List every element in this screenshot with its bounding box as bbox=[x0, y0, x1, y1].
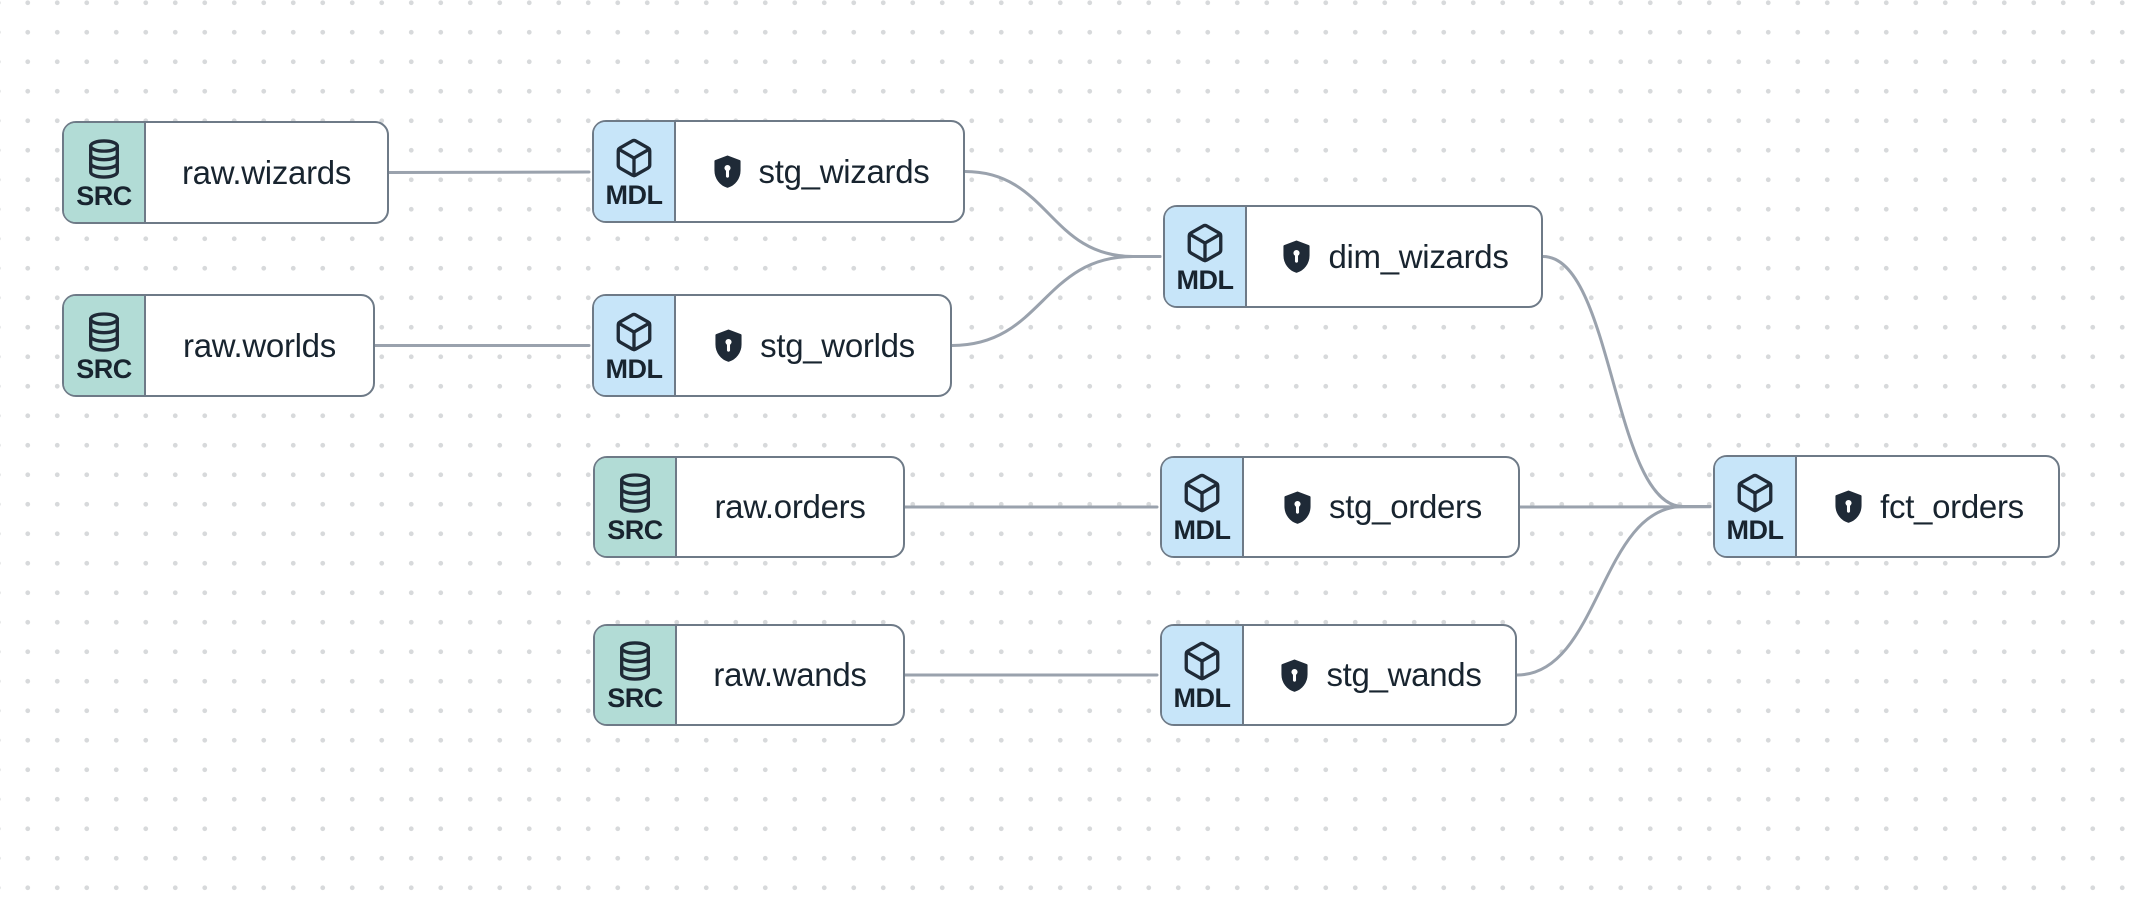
shield-lock-icon bbox=[1831, 489, 1866, 524]
node-type-badge: MDL bbox=[594, 296, 676, 395]
node-body: raw.wizards bbox=[146, 123, 387, 222]
node-title: stg_orders bbox=[1329, 488, 1482, 525]
edge-stg_worlds-dim_wizards bbox=[950, 255, 1162, 347]
node-type-badge: MDL bbox=[594, 122, 676, 221]
node-type-label: SRC bbox=[607, 683, 663, 713]
node-type-badge: MDL bbox=[1162, 458, 1244, 556]
node-type-badge: MDL bbox=[1715, 457, 1797, 556]
node-raw_wands[interactable]: SRC raw.wands bbox=[593, 624, 905, 726]
node-stg_wands[interactable]: MDL stg_wands bbox=[1160, 624, 1517, 726]
node-body: stg_orders bbox=[1244, 458, 1518, 556]
database-icon bbox=[83, 311, 125, 353]
node-type-label: MDL bbox=[1176, 264, 1234, 295]
edge-dim_wizards-fct_orders bbox=[1541, 255, 1712, 508]
node-body: raw.orders bbox=[677, 458, 903, 556]
shield-lock-icon bbox=[711, 328, 746, 363]
node-body: fct_orders bbox=[1797, 457, 2058, 556]
cube-icon bbox=[613, 137, 655, 179]
cube-icon bbox=[1184, 222, 1226, 264]
node-type-label: MDL bbox=[1173, 683, 1231, 713]
node-title: stg_worlds bbox=[760, 326, 915, 364]
node-raw_wizards[interactable]: SRC raw.wizards bbox=[62, 121, 389, 224]
node-title: raw.wizards bbox=[181, 153, 352, 191]
cube-icon bbox=[1181, 640, 1223, 682]
node-type-label: MDL bbox=[1173, 515, 1231, 545]
shield-lock-icon bbox=[710, 154, 745, 189]
node-type-label: SRC bbox=[76, 180, 132, 211]
node-raw_orders[interactable]: SRC raw.orders bbox=[593, 456, 905, 558]
node-type-label: MDL bbox=[1726, 514, 1784, 545]
node-body: stg_wands bbox=[1244, 626, 1515, 724]
node-title: fct_orders bbox=[1880, 487, 2024, 525]
node-type-badge: MDL bbox=[1165, 207, 1247, 306]
node-type-badge: SRC bbox=[64, 123, 146, 222]
node-type-badge: SRC bbox=[595, 626, 677, 724]
cube-icon bbox=[613, 311, 655, 353]
database-icon bbox=[614, 640, 656, 682]
node-type-badge: MDL bbox=[1162, 626, 1244, 724]
node-fct_orders[interactable]: MDL fct_orders bbox=[1713, 455, 2060, 558]
node-title: stg_wands bbox=[1326, 656, 1482, 693]
node-body: raw.worlds bbox=[146, 296, 373, 395]
node-stg_worlds[interactable]: MDL stg_worlds bbox=[592, 294, 952, 397]
node-title: raw.wands bbox=[713, 656, 867, 693]
shield-lock-icon bbox=[1279, 239, 1314, 274]
node-type-badge: SRC bbox=[64, 296, 146, 395]
shield-lock-icon bbox=[1280, 490, 1315, 525]
node-stg_wizards[interactable]: MDL stg_wizards bbox=[592, 120, 965, 223]
node-type-label: MDL bbox=[605, 353, 663, 384]
database-icon bbox=[614, 472, 656, 514]
node-title: raw.orders bbox=[714, 488, 866, 525]
node-dim_wizards[interactable]: MDL dim_wizards bbox=[1163, 205, 1543, 308]
node-title: stg_wizards bbox=[758, 152, 930, 190]
node-title: dim_wizards bbox=[1328, 237, 1509, 275]
edge-stg_wands-fct_orders bbox=[1515, 505, 1712, 677]
node-body: stg_wizards bbox=[676, 122, 963, 221]
node-raw_worlds[interactable]: SRC raw.worlds bbox=[62, 294, 375, 397]
cube-icon bbox=[1734, 472, 1776, 514]
database-icon bbox=[83, 138, 125, 180]
node-type-label: MDL bbox=[605, 179, 663, 210]
edge-raw_wizards-stg_wizards bbox=[387, 170, 591, 174]
node-title: raw.worlds bbox=[183, 326, 336, 364]
edge-stg_wizards-dim_wizards bbox=[963, 170, 1162, 258]
node-stg_orders[interactable]: MDL stg_orders bbox=[1160, 456, 1520, 558]
node-body: dim_wizards bbox=[1247, 207, 1541, 306]
node-type-label: SRC bbox=[607, 515, 663, 545]
node-body: raw.wands bbox=[677, 626, 903, 724]
node-type-badge: SRC bbox=[595, 458, 677, 556]
node-body: stg_worlds bbox=[676, 296, 950, 395]
node-type-label: SRC bbox=[76, 353, 132, 384]
cube-icon bbox=[1181, 472, 1223, 514]
shield-lock-icon bbox=[1277, 658, 1312, 693]
